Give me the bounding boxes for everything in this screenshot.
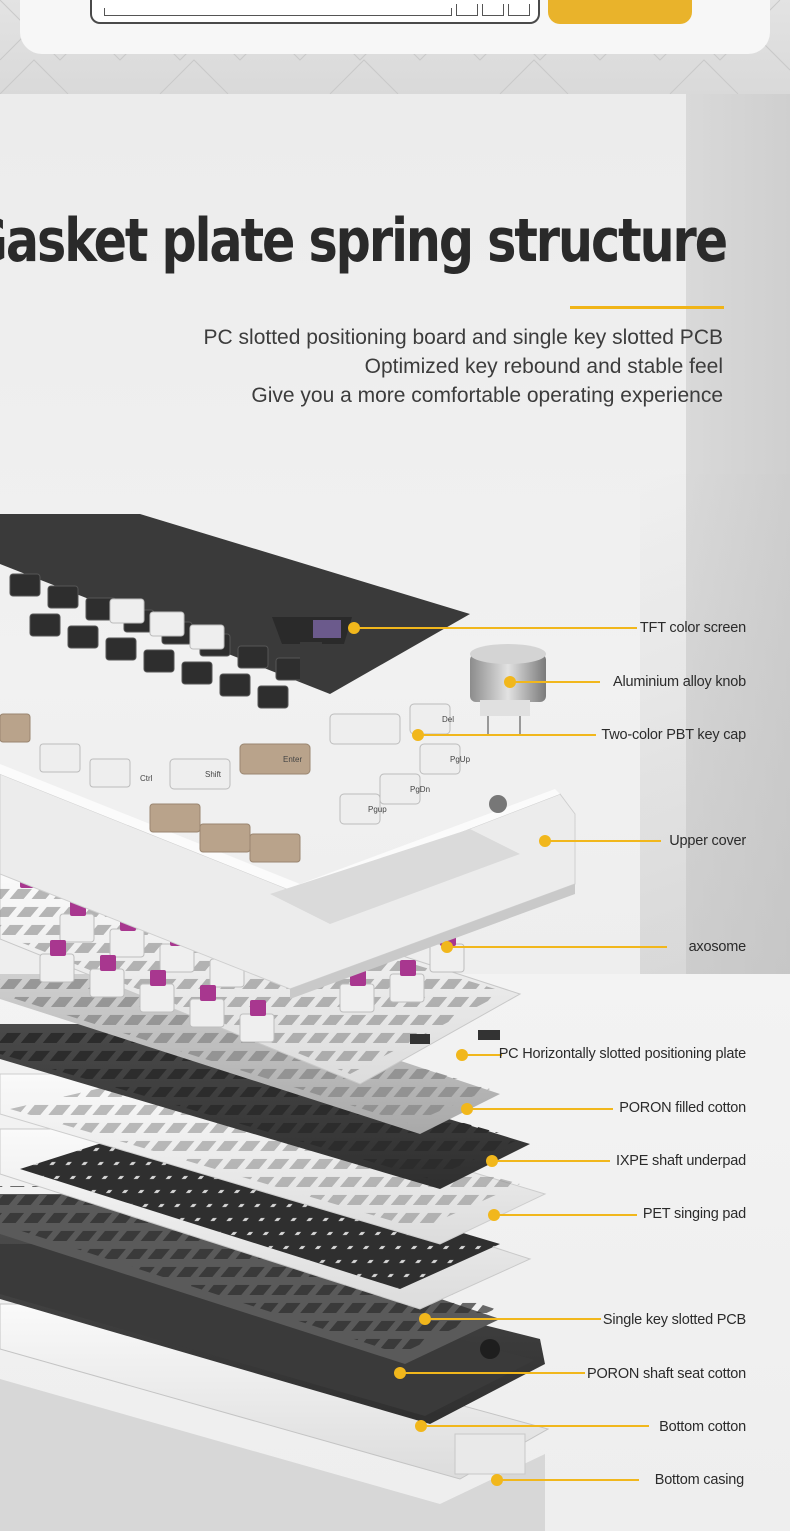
callout-two-color-pbt-key-cap: Two-color PBT key cap xyxy=(601,727,746,743)
callout-pet-singing-pad: PET singing pad xyxy=(642,1206,746,1222)
callout-poron-filled-cotton: PORON filled cotton xyxy=(619,1100,746,1116)
poron-shaft-seat-cotton-layer xyxy=(0,1186,500,1364)
single-key-pcb-layer xyxy=(0,1128,532,1310)
callout-bottom-casing: Bottom casing xyxy=(654,1472,744,1488)
callout-pc-positioning-plate: PC Horizontally slotted positioning plat… xyxy=(498,1046,747,1062)
title-accent-rule xyxy=(570,306,724,309)
keycap-legend-pgup-2: Pgup xyxy=(368,805,387,814)
callout-axosome: axosome xyxy=(688,939,747,955)
structure-scene: Gasket plate spring structure PC slotted… xyxy=(0,94,790,1531)
keycap-legend-shift: Shift xyxy=(205,770,222,779)
subtitle-line-3: Give you a more comfortable operating ex… xyxy=(251,384,723,407)
keycap-legend-enter: Enter xyxy=(283,755,302,764)
poron-filled-cotton-layer xyxy=(0,974,500,1134)
keycap-legend-del: Del xyxy=(442,715,454,724)
callout-ixpe-shaft-underpad: IXPE shaft underpad xyxy=(615,1153,746,1169)
keycap-legend-pgdn: PgDn xyxy=(410,785,430,794)
page-title: Gasket plate spring structure xyxy=(0,206,728,276)
keyboard-outline-icon xyxy=(90,0,540,24)
keycaps-layer: Enter Shift Ctrl Del PgUp PgDn Pgup xyxy=(0,514,471,863)
callout-tft-color-screen: TFT color screen xyxy=(639,620,746,636)
aluminium-knob-module xyxy=(470,644,546,734)
callout-aluminium-alloy-knob: Aluminium alloy knob xyxy=(612,674,746,690)
callout-single-key-slotted-pcb: Single key slotted PCB xyxy=(602,1312,746,1328)
keycap-legend-ctrl: Ctrl xyxy=(140,774,153,783)
callout-poron-shaft-seat-cotton: PORON shaft seat cotton xyxy=(587,1366,746,1382)
callout-upper-cover: Upper cover xyxy=(669,833,746,849)
subtitle-line-2: Optimized key rebound and stable feel xyxy=(364,355,723,378)
buy-button[interactable] xyxy=(548,0,692,24)
upper-cover-layer xyxy=(0,764,576,999)
top-banner-strip xyxy=(0,0,790,94)
callout-bottom-cotton: Bottom cotton xyxy=(659,1419,746,1435)
ixpe-shaft-underpad-layer xyxy=(0,1024,530,1189)
subtitle-line-1: PC slotted positioning board and single … xyxy=(203,326,723,349)
exploded-keyboard-illustration: Enter Shift Ctrl Del PgUp PgDn Pgup xyxy=(0,514,576,1531)
keycap-legend-pgup: PgUp xyxy=(450,755,471,764)
tft-screen-module xyxy=(272,617,352,682)
